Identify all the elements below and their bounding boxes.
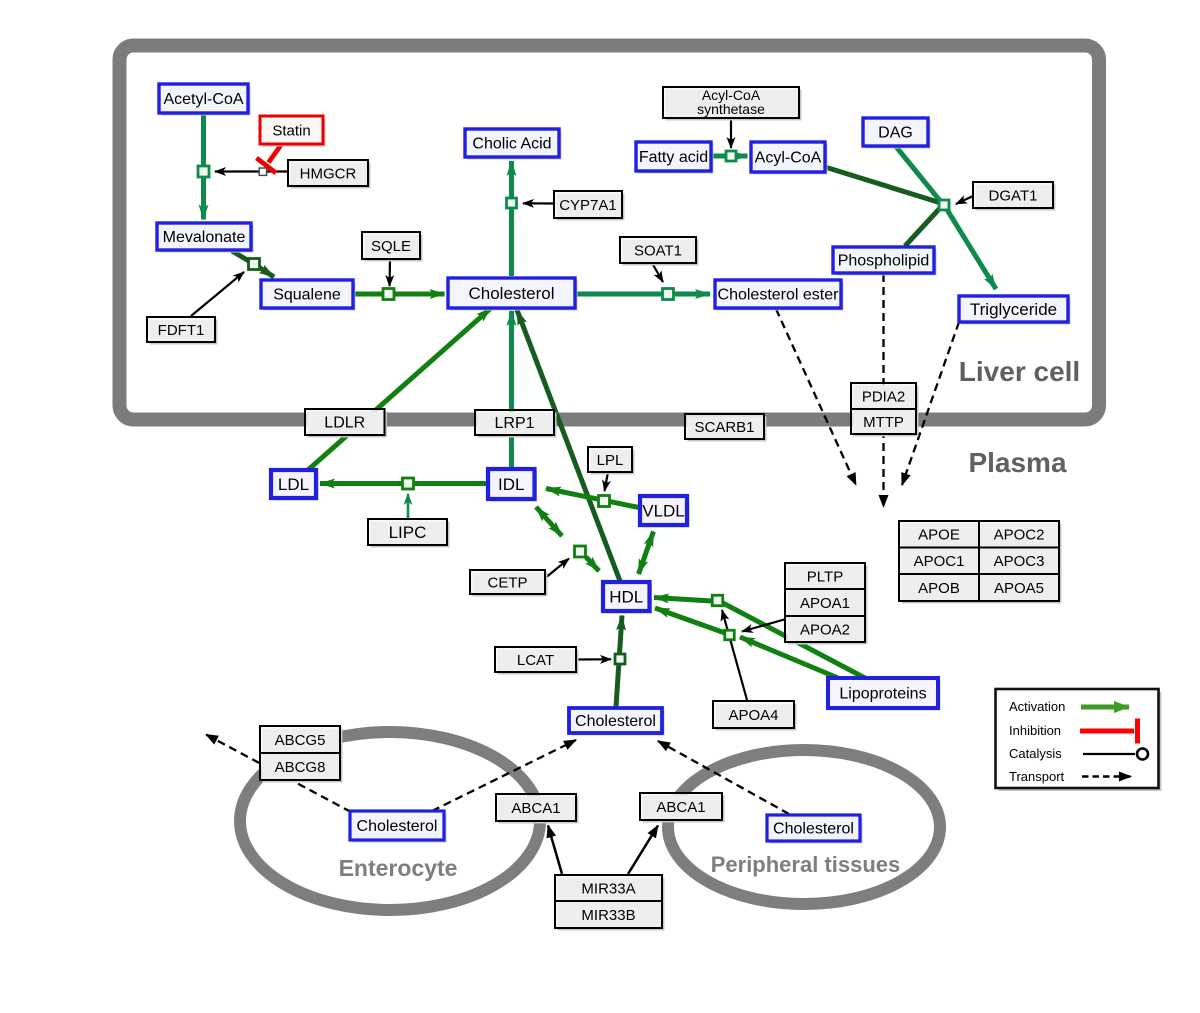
svg-text:Peripheral tissues: Peripheral tissues — [711, 852, 901, 877]
svg-text:SOAT1: SOAT1 — [634, 242, 682, 259]
svg-text:LPL: LPL — [597, 452, 624, 469]
svg-text:MIR33B: MIR33B — [581, 907, 635, 924]
svg-text:Acetyl-CoA: Acetyl-CoA — [163, 91, 243, 108]
svg-text:LCAT: LCAT — [517, 652, 554, 669]
svg-text:CETP: CETP — [487, 574, 527, 591]
svg-text:PDIA2: PDIA2 — [862, 388, 905, 405]
svg-text:APOC3: APOC3 — [994, 553, 1045, 570]
svg-text:Lipoproteins: Lipoproteins — [839, 686, 926, 703]
svg-text:APOC1: APOC1 — [914, 553, 965, 570]
svg-text:DGAT1: DGAT1 — [989, 187, 1038, 204]
svg-text:Activation: Activation — [1009, 699, 1065, 714]
svg-text:Phospholipid: Phospholipid — [838, 253, 930, 270]
svg-text:FDFT1: FDFT1 — [158, 322, 205, 339]
svg-text:Statin: Statin — [272, 122, 310, 139]
svg-text:VLDL: VLDL — [642, 502, 685, 521]
svg-text:Cholesterol: Cholesterol — [469, 284, 555, 303]
svg-text:Cholesterol: Cholesterol — [357, 818, 438, 835]
svg-text:APOC2: APOC2 — [994, 527, 1045, 544]
svg-text:ABCA1: ABCA1 — [656, 799, 705, 816]
svg-text:CYP7A1: CYP7A1 — [559, 197, 617, 214]
svg-text:Plasma: Plasma — [968, 447, 1066, 478]
svg-text:Cholesterol: Cholesterol — [575, 713, 656, 730]
svg-text:Mevalonate: Mevalonate — [163, 229, 246, 246]
svg-text:ABCA1: ABCA1 — [511, 800, 560, 817]
svg-text:LIPC: LIPC — [389, 523, 427, 542]
svg-text:Liver cell: Liver cell — [959, 356, 1080, 387]
svg-text:Fatty acid: Fatty acid — [639, 149, 708, 166]
svg-text:Triglyceride: Triglyceride — [970, 300, 1057, 319]
svg-text:APOA4: APOA4 — [728, 707, 778, 724]
svg-text:APOA2: APOA2 — [800, 621, 850, 638]
svg-text:SCARB1: SCARB1 — [694, 419, 754, 436]
svg-text:LRP1: LRP1 — [494, 415, 534, 432]
svg-text:LDLR: LDLR — [324, 415, 365, 432]
svg-text:Cholesterol: Cholesterol — [773, 821, 854, 838]
svg-text:MIR33A: MIR33A — [581, 880, 635, 897]
svg-text:ABCG8: ABCG8 — [275, 759, 326, 776]
svg-text:DAG: DAG — [878, 125, 913, 142]
svg-text:ABCG5: ABCG5 — [275, 732, 326, 749]
svg-text:APOB: APOB — [918, 580, 960, 597]
svg-text:IDL: IDL — [498, 475, 524, 494]
svg-text:Catalysis: Catalysis — [1009, 746, 1062, 761]
svg-text:APOE: APOE — [918, 527, 960, 544]
svg-text:LDL: LDL — [278, 475, 309, 494]
svg-text:MTTP: MTTP — [863, 414, 904, 431]
svg-text:APOA5: APOA5 — [994, 580, 1044, 597]
svg-text:PLTP: PLTP — [807, 568, 843, 585]
svg-text:Acyl-CoA: Acyl-CoA — [702, 87, 761, 103]
svg-text:synthetase: synthetase — [697, 101, 765, 117]
svg-text:Cholesterol ester: Cholesterol ester — [718, 287, 840, 304]
svg-text:Enterocyte: Enterocyte — [339, 855, 458, 881]
svg-text:Squalene: Squalene — [273, 287, 341, 304]
svg-text:Inhibition: Inhibition — [1009, 723, 1061, 738]
svg-text:APOA1: APOA1 — [800, 595, 850, 612]
svg-text:Cholic Acid: Cholic Acid — [472, 136, 551, 153]
svg-text:Transport: Transport — [1009, 769, 1065, 784]
svg-text:HDL: HDL — [609, 588, 643, 607]
svg-text:Acyl-CoA: Acyl-CoA — [755, 150, 822, 167]
svg-text:SQLE: SQLE — [371, 238, 411, 255]
svg-text:HMGCR: HMGCR — [300, 165, 357, 182]
